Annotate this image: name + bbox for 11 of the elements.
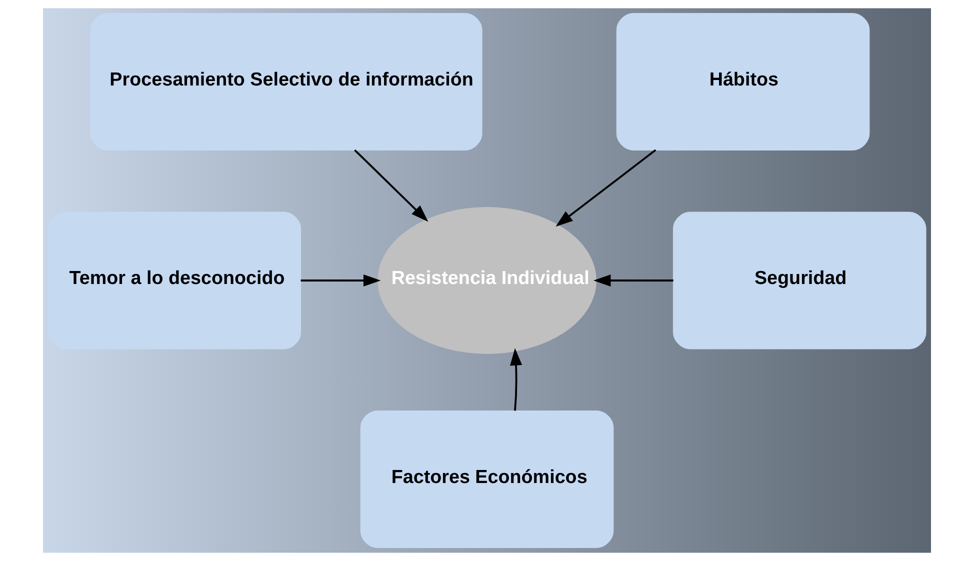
node-box: Factores Económicos [360, 410, 614, 548]
arrow [354, 149, 428, 222]
arrow [593, 274, 674, 287]
node-box: Hábitos [616, 13, 870, 150]
arrow [510, 348, 522, 411]
node-box: Temor a lo desconocido [48, 212, 302, 350]
arrow [556, 149, 656, 227]
node-box: Procesamiento Selectivo de información [90, 13, 482, 150]
node-box: Seguridad [672, 212, 926, 350]
arrow [300, 274, 381, 287]
node-ellipse: Resistencia Individual [378, 207, 596, 354]
